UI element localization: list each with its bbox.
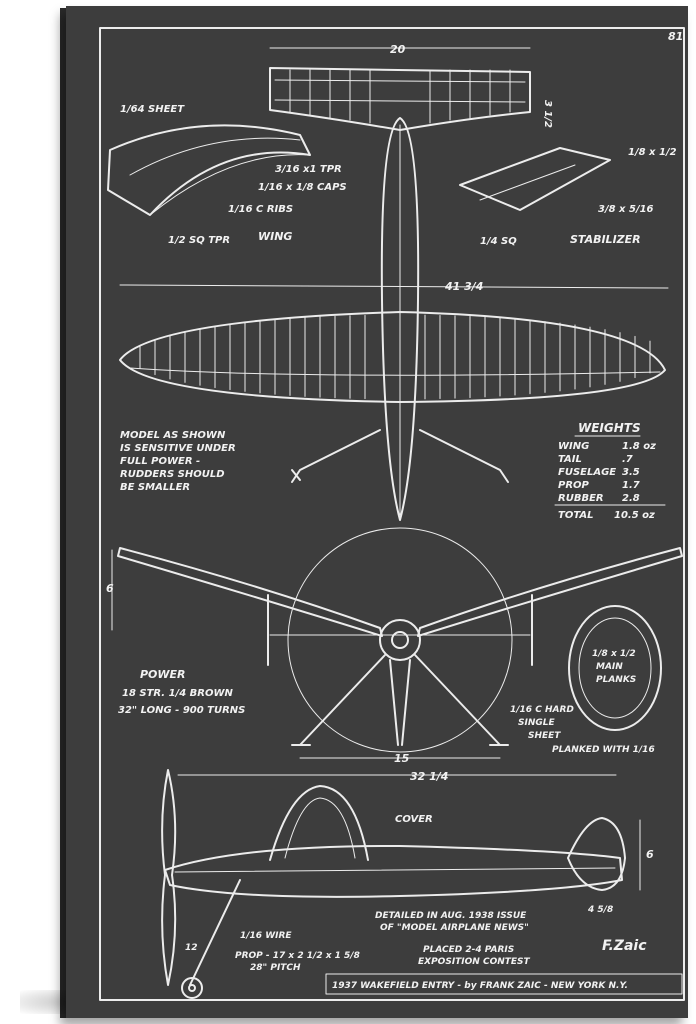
placed-line-1: PLACED 2-4 PARIS xyxy=(423,945,514,955)
wing-tpr-label: 3/16 x1 TPR xyxy=(275,164,342,175)
svg-text:1/16 C HARD: 1/16 C HARD xyxy=(510,705,574,715)
detailed-line-2: OF "MODEL AIRPLANE NEWS" xyxy=(380,923,529,933)
svg-text:PROP: PROP xyxy=(558,480,590,491)
svg-text:RUBBER: RUBBER xyxy=(558,493,604,504)
stabilizer-top-view: 20 3 1/2 xyxy=(269,43,553,131)
svg-text:3.5: 3.5 xyxy=(622,467,640,478)
dim-fuselage-len: 32 1/4 xyxy=(410,770,448,783)
dim-span: 20 xyxy=(390,43,406,56)
svg-text:MAIN: MAIN xyxy=(596,662,623,672)
svg-text:FUSELAGE: FUSELAGE xyxy=(558,467,616,478)
svg-text:WING: WING xyxy=(558,441,589,452)
svg-text:BE SMALLER: BE SMALLER xyxy=(120,482,190,493)
dim-wing-span: 41 3/4 xyxy=(444,280,483,293)
svg-text:FULL POWER -: FULL POWER - xyxy=(120,456,200,467)
detailed-line-1: DETAILED IN AUG. 1938 ISSUE xyxy=(375,911,527,921)
dim-dihedral: 6 xyxy=(106,582,114,595)
weights-title: WEIGHTS xyxy=(578,421,641,435)
svg-text:TOTAL: TOTAL xyxy=(558,510,593,521)
svg-text:1.7: 1.7 xyxy=(622,480,640,491)
svg-text:1.8 oz: 1.8 oz xyxy=(622,441,656,452)
svg-text:.7: .7 xyxy=(622,454,633,465)
svg-text:SINGLE: SINGLE xyxy=(518,718,555,728)
wing-title: WING xyxy=(258,230,292,243)
dim-fin-height: 6 xyxy=(646,848,654,861)
sensitivity-note: MODEL AS SHOWN IS SENSITIVE UNDER FULL P… xyxy=(120,430,236,493)
wing-ribs-label: 1/16 C RIBS xyxy=(228,204,293,215)
svg-text:32" LONG - 900 TURNS: 32" LONG - 900 TURNS xyxy=(118,705,245,716)
power-note: POWER 18 STR. 1/4 BROWN 32" LONG - 900 T… xyxy=(118,668,245,716)
page-number: 81 xyxy=(668,30,683,43)
wing-sqtpr-label: 1/2 SQ TPR xyxy=(168,235,230,246)
top-view-fuselage xyxy=(380,117,420,521)
wing-detail-sketch: 1/64 SHEET 3/16 x1 TPR 1/16 x 1/8 CAPS 1… xyxy=(107,104,347,246)
stab-mid-label: 3/8 x 5/16 xyxy=(598,204,654,215)
footer-box xyxy=(325,973,683,995)
svg-text:2.8: 2.8 xyxy=(622,493,640,504)
wire-label: 1/16 WIRE xyxy=(240,931,292,941)
planked-label: PLANKED WITH 1/16 xyxy=(552,745,655,755)
svg-text:1/8 x 1/2: 1/8 x 1/2 xyxy=(592,649,636,659)
placed-line-2: EXPOSITION CONTEST xyxy=(418,957,531,967)
stab-top-label: 1/8 x 1/2 xyxy=(628,147,677,158)
side-view: 32 1/4 6 4 5/8 COVER xyxy=(161,769,654,999)
stab-title: STABILIZER xyxy=(570,233,641,246)
svg-text:TAIL: TAIL xyxy=(558,454,582,465)
cover-label: COVER xyxy=(395,814,433,825)
drawing-border xyxy=(99,27,685,1001)
svg-text:MODEL AS SHOWN: MODEL AS SHOWN xyxy=(120,430,226,441)
footer-title: 1937 WAKEFIELD ENTRY - by FRANK ZAIC - N… xyxy=(332,981,628,991)
svg-text:SHEET: SHEET xyxy=(528,731,561,741)
svg-text:POWER: POWER xyxy=(140,668,186,681)
svg-text:RUDDERS SHOULD: RUDDERS SHOULD xyxy=(120,469,225,480)
front-view: 15 6 xyxy=(106,527,683,765)
canvas-edge xyxy=(60,8,68,1018)
dim-fin-chord: 4 5/8 xyxy=(587,905,613,915)
prop-line-2: 28" PITCH xyxy=(250,963,301,973)
stabilizer-detail-sketch: 1/8 x 1/2 3/8 x 5/16 1/4 SQ STABILIZER xyxy=(459,147,677,247)
prop-number: 12 xyxy=(185,943,198,953)
signature: F.Zaic xyxy=(602,938,647,954)
wing-sheet-label: 1/64 SHEET xyxy=(120,104,185,115)
dim-tail-span: 15 xyxy=(394,752,410,765)
fuselage-section: 1/8 x 1/2 MAIN PLANKS 1/16 C HARD SINGLE… xyxy=(510,605,662,755)
wing-caps-label: 1/16 x 1/8 CAPS xyxy=(258,182,347,193)
svg-text:PLANKS: PLANKS xyxy=(596,675,636,685)
landing-gear-top xyxy=(291,429,509,483)
svg-text:18 STR. 1/4 BROWN: 18 STR. 1/4 BROWN xyxy=(122,688,233,699)
svg-text:10.5 oz: 10.5 oz xyxy=(614,510,655,521)
main-wing-top-view: 41 3/4 xyxy=(119,280,669,403)
stab-sq-label: 1/4 SQ xyxy=(480,236,517,247)
svg-text:IS SENSITIVE UNDER: IS SENSITIVE UNDER xyxy=(120,443,236,454)
weights-table: WEIGHTS WING 1.8 oz TAIL .7 FUSELAGE 3.5… xyxy=(554,421,666,521)
dim-stab-chord: 3 1/2 xyxy=(542,100,553,128)
prop-line-1: PROP - 17 x 2 1/2 x 1 5/8 xyxy=(235,951,360,961)
